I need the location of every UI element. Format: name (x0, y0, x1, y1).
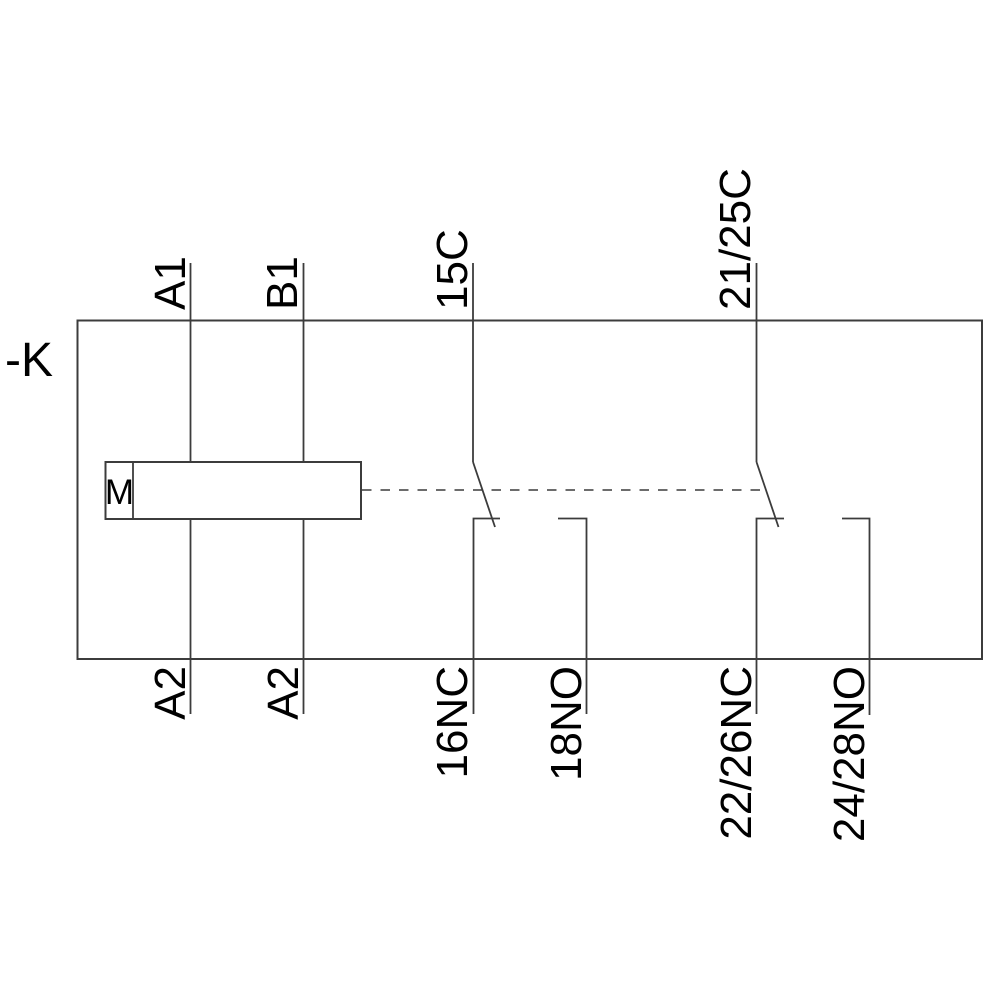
contact1-nc-post (472, 517, 500, 714)
terminal-label-18no: 18NO (542, 666, 591, 781)
coil-label: M (105, 473, 134, 512)
terminal-label-a2-aux: A2 (259, 666, 308, 720)
contact1-blade (472, 461, 496, 528)
terminal-label-a2-coil: A2 (146, 666, 195, 720)
terminal-label-21-25c: 21/25C (711, 168, 760, 310)
contact2-no-post (842, 517, 871, 715)
terminal-label-24-28no: 24/28NO (825, 666, 874, 842)
terminal-label-a1: A1 (146, 256, 195, 310)
terminal-label-15c: 15C (428, 229, 477, 310)
terminal-label-b1: B1 (258, 256, 307, 310)
contact2-nc-post (755, 517, 784, 714)
contact2-blade (755, 461, 780, 528)
terminal-label-16nc: 16NC (428, 666, 477, 779)
device-designation-label: -K (5, 334, 53, 387)
contact1-no-post (558, 517, 588, 714)
terminal-label-22-26nc: 22/26NC (712, 666, 761, 840)
coil-box (104, 461, 362, 520)
